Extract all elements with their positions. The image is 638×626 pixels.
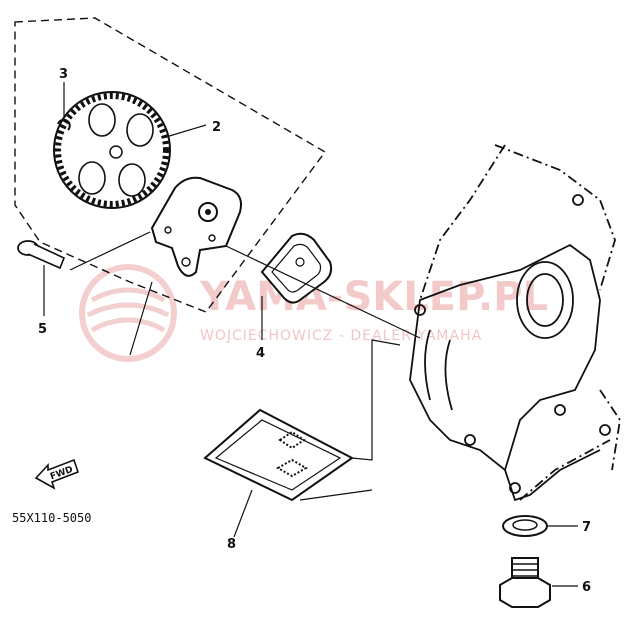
gasket-shape bbox=[260, 232, 333, 304]
callout-4: 4 bbox=[256, 346, 265, 361]
watermark: YAMA-SKLEP.PL WOJCIECHOWICZ - DEALER YAM… bbox=[79, 264, 548, 362]
assembly-line-bolt bbox=[69, 231, 151, 271]
strainer-frame bbox=[203, 408, 354, 502]
pump-gasket bbox=[260, 232, 333, 304]
pump-housing bbox=[150, 176, 242, 277]
plug-thread-lines bbox=[512, 563, 538, 577]
forward-direction-arrow: FWD bbox=[34, 458, 80, 490]
callout-3: 3 bbox=[59, 67, 68, 82]
gear-hub bbox=[109, 145, 123, 159]
crankcase-bore-inner bbox=[526, 273, 564, 327]
assembly-line-pump bbox=[225, 245, 421, 339]
strainer-inner bbox=[214, 419, 342, 491]
pump-bolt-hole bbox=[181, 257, 191, 267]
callout-8: 8 bbox=[227, 537, 236, 552]
crankcase-bore bbox=[516, 261, 574, 339]
strainer-mesh bbox=[275, 430, 309, 478]
circlip bbox=[57, 118, 71, 131]
gear-teeth-ring bbox=[55, 93, 169, 207]
leader-lines bbox=[43, 82, 578, 587]
crankcase-bolt bbox=[509, 482, 521, 494]
pump-bolt-hole bbox=[164, 226, 172, 234]
drive-gear bbox=[53, 91, 171, 209]
watermark-logo-icon bbox=[79, 264, 177, 362]
crankcase-bolt bbox=[599, 424, 611, 436]
oil-pump-body bbox=[150, 176, 242, 277]
watermark-logo-stripes bbox=[86, 287, 170, 333]
washer-inner bbox=[512, 519, 538, 531]
assembly-line-strainer bbox=[351, 339, 401, 461]
assembly-line-left bbox=[129, 281, 153, 356]
drain-washer bbox=[502, 515, 548, 537]
assembly-line-strainer-2 bbox=[299, 489, 373, 501]
callout-7: 7 bbox=[582, 520, 591, 535]
gear-hole bbox=[118, 163, 146, 197]
crankcase-bolt bbox=[572, 194, 584, 206]
callout-6: 6 bbox=[582, 580, 591, 595]
callout-5: 5 bbox=[38, 322, 47, 337]
gasket-inner bbox=[271, 243, 322, 293]
plug-hex-head bbox=[499, 577, 551, 608]
gasket-hole bbox=[295, 257, 305, 267]
oil-strainer bbox=[203, 408, 354, 502]
fwd-arrow-icon bbox=[34, 458, 80, 490]
leader-8 bbox=[233, 489, 253, 538]
callout-2: 2 bbox=[212, 120, 221, 135]
crankcase-lower bbox=[504, 449, 601, 502]
bolt-shank bbox=[27, 243, 66, 270]
gear-hole bbox=[88, 103, 116, 137]
crankcase-bolt bbox=[554, 404, 566, 416]
crankcase-rib bbox=[424, 329, 453, 411]
crankcase-outline-dashed bbox=[419, 144, 621, 501]
watermark-subtitle: WOJCIECHOWICZ - DEALER YAMAHA bbox=[200, 328, 482, 344]
gear-hole bbox=[126, 113, 154, 147]
crankcase-bolt bbox=[414, 304, 426, 316]
crankcase-bolt bbox=[464, 434, 476, 446]
crankcase-body bbox=[409, 243, 601, 472]
gear-hole bbox=[78, 161, 106, 195]
circlip-shape bbox=[57, 118, 71, 131]
drain-plug bbox=[499, 557, 551, 608]
diagram-code: 55X110-5050 bbox=[12, 511, 91, 525]
pump-bolt bbox=[17, 240, 66, 270]
watermark-title: YAMA-SKLEP.PL bbox=[199, 274, 548, 320]
pump-bolt-hole bbox=[208, 234, 216, 242]
pump-shaft-center bbox=[205, 209, 211, 215]
assembly-dashed-outline bbox=[14, 17, 327, 313]
crankcase bbox=[409, 144, 621, 502]
leader-2 bbox=[165, 124, 207, 138]
